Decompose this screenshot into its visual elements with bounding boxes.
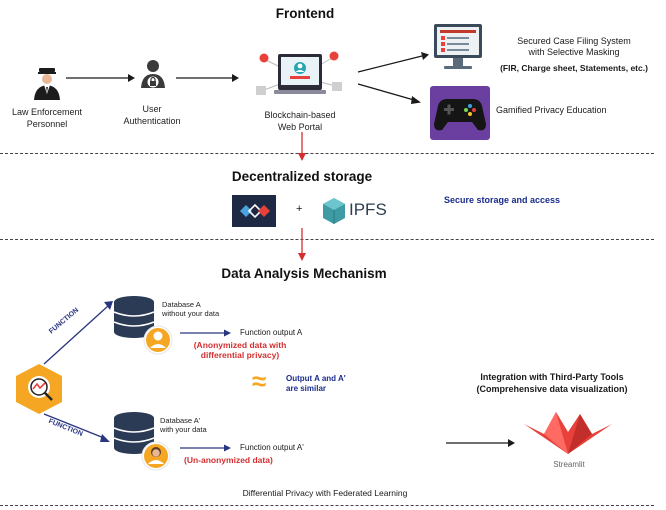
police-officer-icon (34, 68, 60, 100)
arrow-to-analysis (298, 228, 306, 261)
case-system-detail: (FIR, Charge sheet, Statements, etc.) (500, 63, 648, 73)
storage-title: Decentralized storage (231, 169, 373, 184)
output-a-label: Function output A (240, 328, 303, 337)
arrow-auth-to-portal (176, 74, 239, 82)
auth-label: User Authentication (123, 104, 181, 126)
arrow-db-a-prime-output (180, 444, 231, 452)
education-label: Gamified Privacy Education (496, 105, 607, 115)
ipfs-cube-icon (323, 198, 345, 224)
plus-sign: + (296, 203, 303, 215)
database-a-icon (113, 296, 173, 355)
arrow-to-storage (298, 132, 306, 161)
frontend-title: Frontend (275, 6, 335, 21)
arrow-actor-to-auth (66, 74, 135, 82)
output-a-prime-note: (Un-anonymized data) (184, 455, 273, 465)
database-a-prime-icon (113, 412, 171, 471)
gamepad-icon (430, 86, 490, 140)
ipfs-label: IPFS (349, 200, 387, 219)
analytics-hexagon-icon (16, 364, 62, 414)
function-arrow-upper (43, 301, 113, 365)
section-divider (0, 153, 654, 154)
analysis-title: Data Analysis Mechanism (221, 266, 387, 281)
db-a-prime-label: Database A' with your data (160, 416, 207, 434)
storage-note: Secure storage and access (444, 195, 561, 205)
blockchain-logo-icon (232, 195, 276, 227)
analysis-footer: Differential Privacy with Federated Lear… (242, 488, 408, 498)
portal-label: Blockchain-based Web Portal (264, 110, 336, 132)
approx-icon: ≈ (252, 366, 267, 396)
user-lock-icon (141, 60, 165, 88)
arrow-db-a-output (180, 329, 231, 337)
case-system-label: Secured Case Filing System with Selectiv… (517, 36, 631, 57)
similar-note: Output A and A' are similar (286, 374, 346, 393)
arrow-portal-to-case-system (357, 52, 429, 73)
function-arrow-lower (43, 413, 110, 442)
web-portal-icon (256, 51, 342, 95)
section-divider (0, 239, 654, 240)
arrow-to-streamlit (446, 439, 515, 447)
streamlit-label: Streamlit (553, 460, 585, 469)
streamlit-logo-icon (524, 412, 612, 454)
arrow-portal-to-education (357, 83, 421, 104)
case-filing-monitor-icon (434, 24, 482, 69)
section-divider (0, 505, 654, 506)
actor-label: Law Enforcement Personnel (11, 107, 83, 129)
output-a-prime-label: Function output A' (240, 443, 304, 452)
db-a-label: Database A without your data (162, 300, 220, 318)
output-a-note: (Anonymized data with differential priva… (193, 340, 287, 360)
integration-label: Integration with Third-Party Tools (Comp… (476, 372, 628, 394)
